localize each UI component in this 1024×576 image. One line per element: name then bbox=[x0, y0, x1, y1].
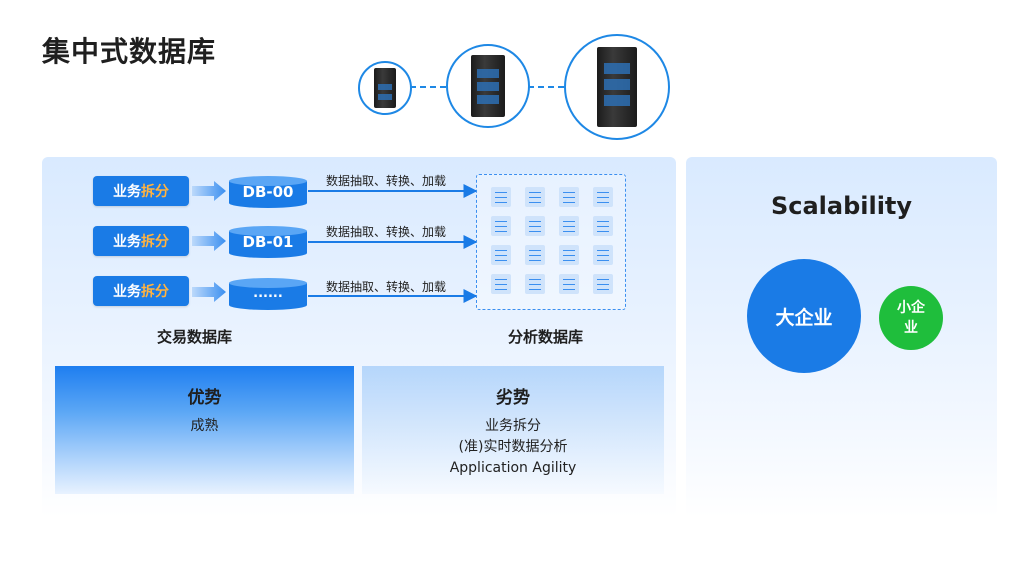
small-enterprise-label-line1: 小企 bbox=[897, 300, 925, 316]
table-cell-icon bbox=[491, 274, 511, 294]
small-enterprise-label-line2: 业 bbox=[904, 320, 918, 336]
server-large-circle bbox=[564, 34, 670, 140]
server-connector bbox=[528, 86, 564, 88]
table-cell-icon bbox=[525, 187, 545, 207]
analytics-db-grid bbox=[476, 174, 626, 310]
table-cell-icon bbox=[491, 187, 511, 207]
disadvantage-item: (准)实时数据分析 bbox=[458, 439, 568, 455]
table-cell-icon bbox=[593, 187, 613, 207]
biz-highlight: 拆分 bbox=[141, 284, 169, 300]
table-cell-icon bbox=[559, 187, 579, 207]
etl-label-3: 数据抽取、转换、加载 bbox=[326, 280, 447, 294]
small-enterprise-circle: 小企 业 bbox=[879, 286, 943, 350]
biz-split-button-1: 业务拆分 bbox=[93, 176, 189, 206]
server-small-circle bbox=[358, 61, 412, 115]
page-title: 集中式数据库 bbox=[42, 35, 217, 68]
etl-label-1: 数据抽取、转换、加载 bbox=[326, 174, 447, 188]
etl-label-2: 数据抽取、转换、加载 bbox=[326, 225, 447, 239]
biz-split-button-3: 业务拆分 bbox=[93, 276, 189, 306]
server-medium-circle bbox=[446, 44, 530, 128]
large-enterprise-circle: 大企业 bbox=[747, 259, 861, 373]
large-enterprise-label: 大企业 bbox=[775, 306, 833, 329]
db-label-3: ...... bbox=[253, 286, 283, 301]
transaction-db-label: 交易数据库 bbox=[157, 328, 233, 346]
table-cell-icon bbox=[525, 216, 545, 236]
table-cell-icon bbox=[593, 274, 613, 294]
biz-label: 业务 bbox=[113, 284, 141, 300]
server-rack-small-icon bbox=[374, 68, 396, 108]
server-rack-large-icon bbox=[597, 47, 637, 127]
biz-split-button-2: 业务拆分 bbox=[93, 226, 189, 256]
advantages-title: 优势 bbox=[187, 388, 222, 408]
biz-highlight: 拆分 bbox=[141, 184, 169, 200]
table-cell-icon bbox=[559, 245, 579, 265]
biz-label: 业务 bbox=[113, 234, 141, 250]
scalability-title: Scalability bbox=[770, 192, 913, 220]
table-cell-icon bbox=[491, 216, 511, 236]
advantages-box: 优势 成熟 bbox=[55, 366, 354, 494]
server-rack-medium-icon bbox=[471, 55, 505, 117]
server-connector bbox=[410, 86, 446, 88]
table-cell-icon bbox=[593, 245, 613, 265]
table-cell-icon bbox=[525, 245, 545, 265]
table-cell-icon bbox=[559, 216, 579, 236]
table-cell-icon bbox=[525, 274, 545, 294]
biz-label: 业务 bbox=[113, 184, 141, 200]
analytics-db-label: 分析数据库 bbox=[508, 328, 584, 346]
db-label-1: DB-00 bbox=[242, 183, 294, 201]
table-cell-icon bbox=[559, 274, 579, 294]
disadvantages-title: 劣势 bbox=[496, 388, 530, 408]
advantage-item: 成熟 bbox=[190, 418, 219, 434]
table-cell-icon bbox=[491, 245, 511, 265]
disadvantage-item: 业务拆分 bbox=[485, 418, 541, 434]
biz-highlight: 拆分 bbox=[141, 234, 169, 250]
disadvantage-item: Application Agility bbox=[449, 460, 577, 476]
db-label-2: DB-01 bbox=[242, 233, 294, 251]
disadvantages-box: 劣势 业务拆分 (准)实时数据分析 Application Agility bbox=[362, 366, 664, 494]
table-cell-icon bbox=[593, 216, 613, 236]
